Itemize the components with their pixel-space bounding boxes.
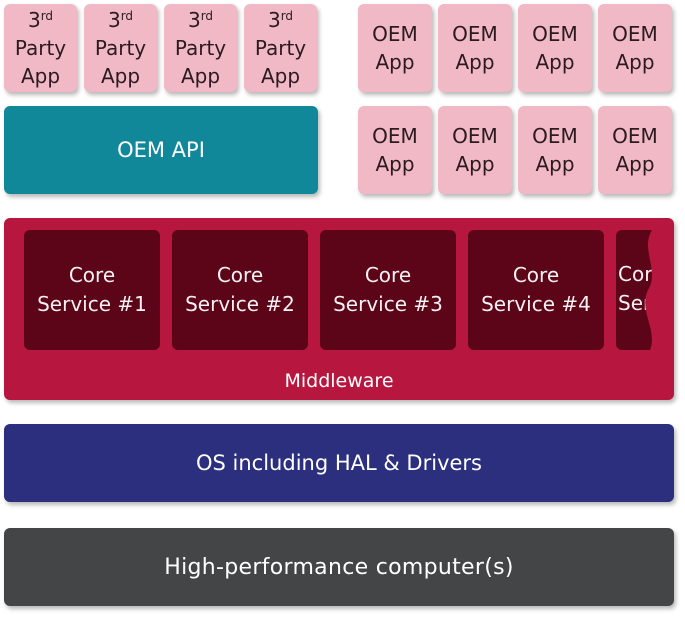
os-layer: OS including HAL & Drivers xyxy=(4,424,674,502)
oem-api-layer: OEM API xyxy=(4,106,318,194)
third-party-app-4: 3rd Party App xyxy=(244,4,317,92)
third-party-app-1: 3rd Party App xyxy=(4,4,77,92)
third-party-app-2: 3rd Party App xyxy=(84,4,157,92)
torn-edge-shape xyxy=(645,230,656,350)
middleware-label: Middleware xyxy=(284,370,394,392)
third-party-app-3: 3rd Party App xyxy=(164,4,237,92)
hardware-layer: High-performance computer(s) xyxy=(4,528,674,606)
